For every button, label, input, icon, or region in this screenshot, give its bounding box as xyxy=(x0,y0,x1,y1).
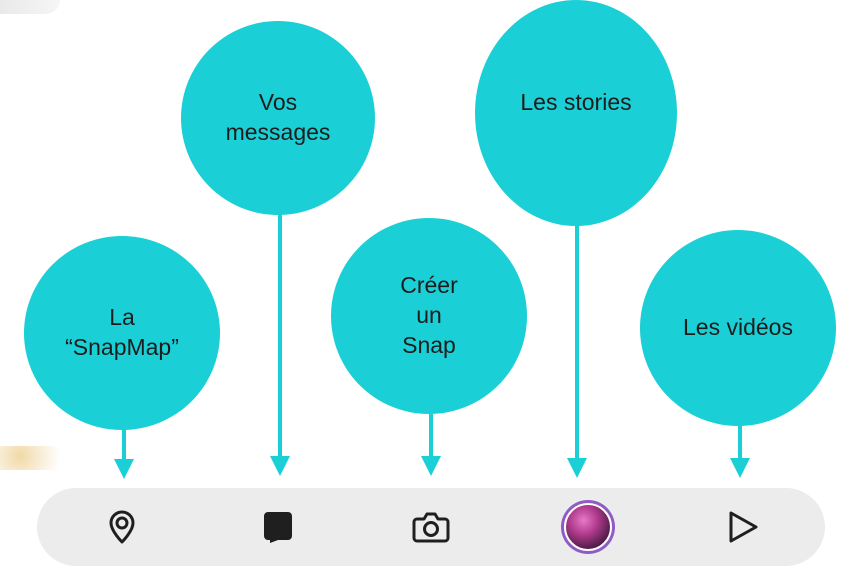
tab-map[interactable] xyxy=(82,488,162,566)
arrow-head-create xyxy=(421,456,441,476)
annotation-messages-text: Vos messages xyxy=(225,89,331,145)
connector-line-create xyxy=(429,414,433,458)
connector-line-messages xyxy=(278,200,282,460)
arrow-head-snapmap xyxy=(114,459,134,479)
arrow-head-messages xyxy=(270,456,290,476)
tab-camera[interactable] xyxy=(391,488,471,566)
annotation-snapmap-text: La “SnapMap” xyxy=(65,304,179,360)
annotation-create-snap: Créer un Snap xyxy=(331,218,527,414)
tab-stories[interactable] xyxy=(548,488,628,566)
background-wallpaper-fragment xyxy=(0,446,60,470)
annotation-snapmap: La “SnapMap” xyxy=(24,236,220,430)
annotation-stories-text: Les stories xyxy=(520,89,632,116)
story-thumbnail xyxy=(564,503,612,551)
chat-bubble-icon xyxy=(264,512,292,543)
story-avatar xyxy=(561,500,615,554)
connector-line-stories xyxy=(575,200,579,462)
bottom-tab-bar xyxy=(37,488,825,566)
annotation-stories: Les stories xyxy=(475,0,677,226)
annotation-videos: Les vidéos xyxy=(640,230,836,426)
tab-spotlight[interactable] xyxy=(703,488,783,566)
play-icon xyxy=(729,511,758,543)
background-corner xyxy=(0,0,60,14)
annotation-create-snap-text: Créer un Snap xyxy=(400,272,458,358)
annotation-videos-text: Les vidéos xyxy=(683,314,793,341)
annotation-messages: Vos messages xyxy=(181,21,375,215)
connector-line-videos xyxy=(738,414,742,460)
camera-icon xyxy=(412,512,450,543)
location-pin-icon xyxy=(109,510,135,544)
arrow-head-stories xyxy=(567,458,587,478)
tab-chat[interactable] xyxy=(238,488,318,566)
connector-line-snapmap xyxy=(122,424,126,466)
arrow-head-videos xyxy=(730,458,750,478)
